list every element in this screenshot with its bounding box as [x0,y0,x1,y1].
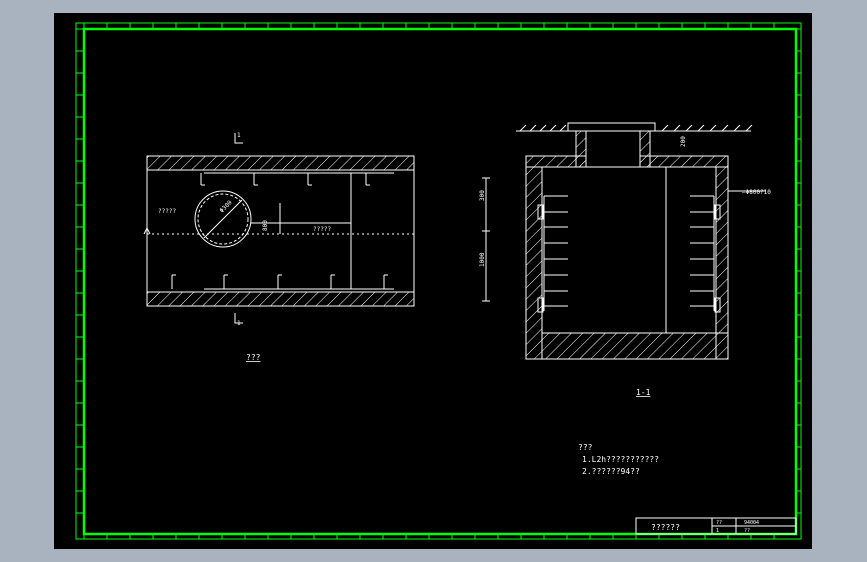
section-callout: —Φ800?10 [742,189,771,196]
title-block-cell-1: ?? [716,520,722,526]
notes-line-1: 1.L2h??????????? [582,455,659,464]
title-block-cell-4: ?? [744,528,750,534]
section-view [482,122,766,360]
section-right-steps [690,195,721,313]
plan-lower-brackets [171,274,388,289]
outer-frame [75,22,802,540]
section-dim-upper-left: 300 [479,190,486,201]
plan-pipe-label: ????? [158,208,176,215]
frame-ruler-ticks [76,23,801,539]
section-caption: 1-1 [636,388,651,397]
pipe-opening-circle [194,190,252,248]
notes-line-2: 2.??????94?? [582,467,640,476]
plan-top-wall [146,155,415,171]
section-dim-top-right: 200 [680,136,687,147]
plan-upper-brackets [200,173,370,186]
plan-view [143,133,415,324]
title-block-cell-3: 1 [716,528,719,534]
plan-pipe-dim: 800 [262,220,269,231]
plan-caption: ??? [246,353,261,362]
section-dim-lower-left: 1000 [479,252,486,267]
plan-pipe-size: Φ300 [218,199,233,214]
plan-section-mark-top: 1 [237,132,241,139]
drawing-sheet: 1 1 ????? 800 Φ300 ????? ??? [54,13,812,549]
title-block [635,517,797,535]
title-block-name: ?????? [651,523,680,532]
plan-right-label: ????? [313,226,331,233]
plan-bottom-wall [146,291,415,307]
manhole-cover [567,122,656,132]
notes-heading: ??? [578,443,593,452]
cad-drawing: 1 1 ????? 800 Φ300 ????? ??? [75,22,802,540]
section-left-steps [537,195,568,313]
plan-section-mark-bottom: 1 [237,320,241,327]
title-block-cell-2: 94004 [744,520,759,526]
